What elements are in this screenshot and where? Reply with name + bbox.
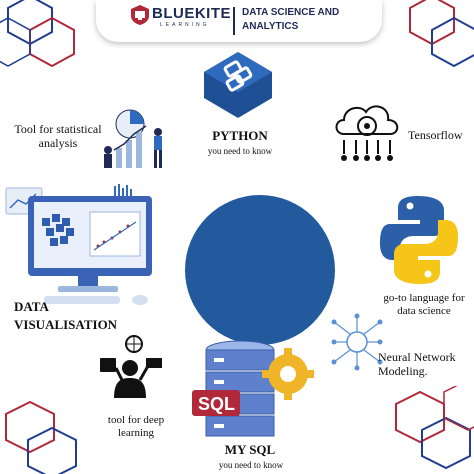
data-visualisation-label: DATA VISUALISATION bbox=[14, 299, 118, 332]
brand-name: BLUEKITE bbox=[152, 5, 231, 22]
deep-learning-person-icon bbox=[100, 335, 162, 398]
statistics-illustration-icon bbox=[104, 109, 162, 168]
page-title: DATA SCIENCE AND ANALYTICS bbox=[242, 7, 340, 32]
hexagon-pattern-top-left bbox=[0, 0, 75, 68]
data-visualisation-monitor-icon bbox=[5, 184, 152, 305]
hexagon-pattern-bottom-left bbox=[5, 400, 77, 474]
python-cube-icon bbox=[204, 52, 272, 118]
mysql-database-icon bbox=[192, 340, 314, 437]
statistical-analysis-label: Tool for statistical analysis bbox=[14, 122, 102, 150]
mysql-caption: you need to know bbox=[218, 460, 284, 470]
tensorflow-label: Tensorflow bbox=[408, 128, 463, 142]
mysql-title: MY SQL bbox=[224, 442, 276, 457]
python-caption: you need to know bbox=[207, 146, 273, 156]
center-circle bbox=[185, 195, 335, 345]
python-language-label: go-to language for data science bbox=[383, 292, 465, 317]
hexagon-pattern-bottom-right bbox=[395, 386, 474, 470]
tensorflow-cloud-gear-icon bbox=[335, 105, 399, 161]
deep-learning-label: tool for deep learning bbox=[107, 414, 165, 439]
neural-network-label: Neural Network Modeling. bbox=[378, 350, 456, 378]
bluekite-logo-icon bbox=[131, 5, 149, 25]
brand-tagline: LEARNING bbox=[160, 22, 210, 28]
python-title: PYTHON bbox=[212, 128, 268, 143]
header-divider bbox=[233, 7, 235, 35]
sql-badge: SQL bbox=[198, 394, 236, 414]
python-logo-icon bbox=[380, 196, 458, 284]
neural-network-icon bbox=[331, 313, 383, 371]
hexagon-pattern-top-right bbox=[409, 0, 474, 68]
